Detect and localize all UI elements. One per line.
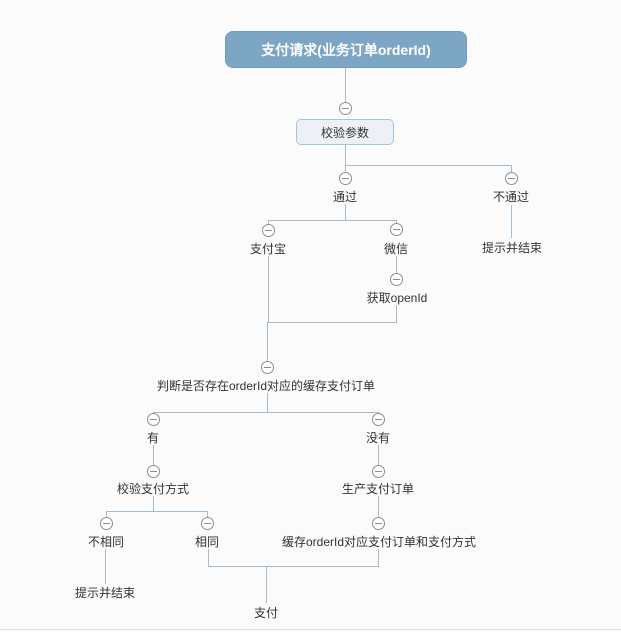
topic-fail[interactable]: 不通过 — [492, 190, 530, 204]
connector-line — [345, 165, 346, 173]
collapse-minus-icon[interactable] — [100, 517, 113, 530]
connector-line — [268, 256, 269, 322]
topic-check-cached-order[interactable]: 判断是否存在orderId对应的缓存支付订单 — [156, 379, 376, 393]
connector-line — [153, 445, 154, 466]
topic-has-not[interactable]: 没有 — [365, 431, 391, 445]
collapse-minus-icon[interactable] — [261, 361, 274, 374]
collapse-minus-icon[interactable] — [372, 517, 385, 530]
collapse-minus-icon[interactable] — [372, 413, 385, 426]
connector-line — [106, 511, 107, 518]
topic-get-openid[interactable]: 获取openId — [366, 291, 428, 305]
collapse-minus-icon[interactable] — [372, 465, 385, 478]
topic-payment-request[interactable]: 支付请求(业务订单orderId) — [225, 31, 467, 68]
collapse-minus-icon[interactable] — [505, 172, 518, 185]
collapse-minus-icon[interactable] — [147, 413, 160, 426]
connector-line — [105, 549, 106, 584]
connector-line — [378, 549, 379, 566]
connector-line — [396, 305, 397, 322]
connector-line — [396, 220, 397, 224]
topic-has[interactable]: 有 — [146, 431, 160, 445]
window-bottom-border — [0, 629, 621, 630]
topic-alipay[interactable]: 支付宝 — [249, 242, 287, 256]
connector-line — [378, 496, 379, 518]
connector-line — [511, 165, 512, 173]
connector-line — [268, 220, 269, 225]
connector-line — [267, 393, 268, 412]
connector-line — [396, 256, 397, 274]
connector-line — [511, 205, 512, 238]
connector-line — [345, 165, 512, 166]
collapse-minus-icon[interactable] — [390, 223, 403, 236]
collapse-minus-icon[interactable] — [339, 102, 352, 115]
connector-line — [208, 566, 379, 567]
connector-line — [268, 322, 397, 323]
collapse-minus-icon[interactable] — [262, 224, 275, 237]
connector-line — [106, 511, 208, 512]
topic-pay[interactable]: 支付 — [253, 606, 279, 620]
connector-line — [378, 445, 379, 466]
collapse-minus-icon[interactable] — [390, 273, 403, 286]
connector-line — [207, 511, 208, 518]
connector-line — [208, 549, 209, 566]
topic-validate-params[interactable]: 校验参数 — [296, 119, 394, 145]
collapse-minus-icon[interactable] — [339, 172, 352, 185]
topic-not-same[interactable]: 不相同 — [87, 535, 125, 549]
topic-same[interactable]: 相同 — [194, 535, 220, 549]
collapse-minus-icon[interactable] — [201, 517, 214, 530]
connector-line — [345, 67, 346, 103]
connector-line — [266, 566, 267, 603]
connector-line — [345, 145, 346, 165]
collapse-minus-icon[interactable] — [147, 465, 160, 478]
connector-line — [153, 412, 379, 413]
topic-wechat[interactable]: 微信 — [383, 242, 409, 256]
connector-line — [268, 220, 397, 221]
topic-verify-pay-method[interactable]: 校验支付方式 — [116, 482, 190, 496]
topic-cache-order[interactable]: 缓存orderId对应支付订单和支付方式 — [281, 535, 477, 549]
topic-pass[interactable]: 通过 — [332, 190, 358, 204]
topic-prompt-and-end-fail[interactable]: 提示并结束 — [481, 241, 543, 255]
topic-prompt-and-end-not-same[interactable]: 提示并结束 — [74, 586, 136, 600]
connector-line — [345, 204, 346, 220]
topic-create-pay-order[interactable]: 生产支付订单 — [341, 482, 415, 496]
connector-line — [153, 496, 154, 511]
connector-line — [267, 322, 268, 362]
